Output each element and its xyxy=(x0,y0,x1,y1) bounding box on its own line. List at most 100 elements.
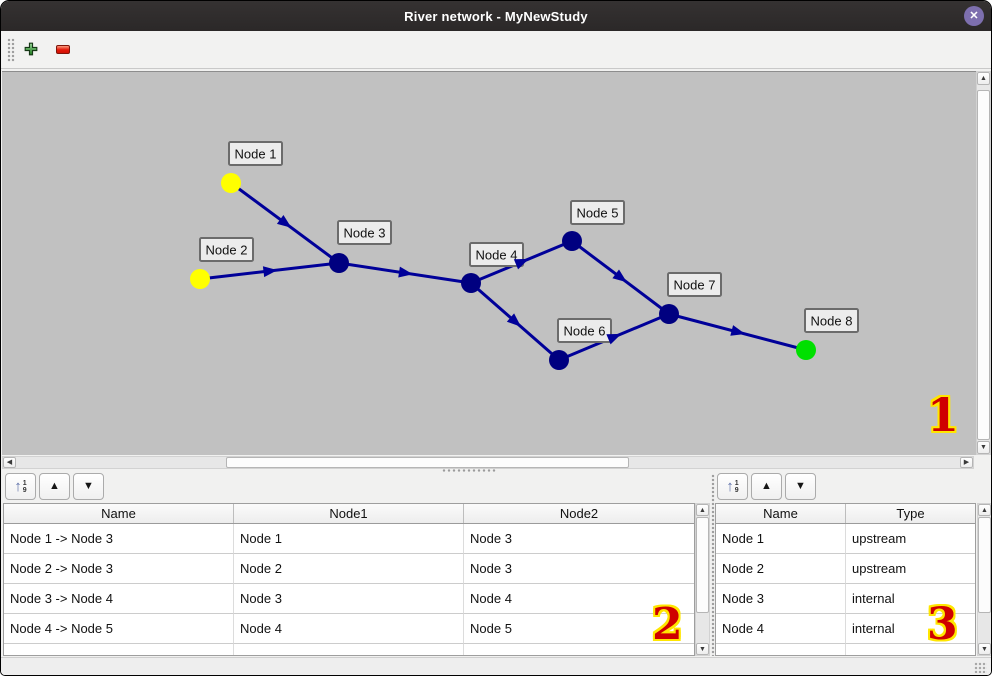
graph-label-node-4[interactable]: Node 4 xyxy=(469,242,524,267)
nodes-table-scrollbar[interactable]: ▲ ▼ xyxy=(977,503,991,656)
scroll-right-button[interactable]: ▶ xyxy=(960,457,973,468)
splitter-grip[interactable] xyxy=(441,468,497,473)
table-cell[interactable]: Node 2 -> Node 3 xyxy=(4,554,234,584)
table-cell[interactable]: upstream xyxy=(846,554,975,584)
main-toolbar xyxy=(1,31,991,69)
scroll-left-button[interactable]: ◀ xyxy=(3,457,16,468)
graph-label-node-6[interactable]: Node 6 xyxy=(557,318,612,343)
column-header[interactable]: Type xyxy=(896,506,925,521)
scroll-up-icon: ▲ xyxy=(981,506,988,514)
titlebar[interactable]: River network - MyNewStudy ✕ xyxy=(1,1,991,31)
scroll-down-button[interactable]: ▼ xyxy=(978,643,991,655)
table-cell[interactable]: Node 3 -> Node 4 xyxy=(4,584,234,614)
scroll-up-button[interactable]: ▲ xyxy=(978,504,991,516)
table-cell[interactable]: Node 2 xyxy=(716,554,846,584)
table-cell[interactable]: Node 1 xyxy=(234,524,464,554)
graph-node-node-6[interactable] xyxy=(549,350,569,370)
svg-text:Node 7: Node 7 xyxy=(674,278,716,293)
table-cell[interactable]: Node 3 xyxy=(716,584,846,614)
table-cell[interactable]: Node 4 xyxy=(716,614,846,644)
table-cell[interactable]: Node 3 xyxy=(234,584,464,614)
graph-label-node-7[interactable]: Node 7 xyxy=(667,272,722,297)
links-move-down-button[interactable]: ▼ xyxy=(73,473,104,500)
horizontal-scroll-thumb[interactable] xyxy=(226,457,629,468)
column-header[interactable]: Node2 xyxy=(559,506,599,521)
nodes-move-down-button[interactable]: ▼ xyxy=(785,473,816,500)
svg-text:Node 4: Node 4 xyxy=(476,248,518,263)
scroll-down-icon: ▼ xyxy=(981,645,988,653)
graph-node-node-1[interactable] xyxy=(221,173,241,193)
graph-node-node-3[interactable] xyxy=(329,253,349,273)
graph-label-node-1[interactable]: Node 1 xyxy=(228,141,283,166)
scroll-down-button[interactable]: ▼ xyxy=(696,643,709,655)
annotation-marker-2: 2 xyxy=(652,599,683,650)
table-cell[interactable] xyxy=(4,644,234,655)
toolbar-drag-handle[interactable] xyxy=(7,38,15,62)
vertical-scroll-thumb[interactable] xyxy=(978,517,991,613)
links-table-scrollbar[interactable]: ▲ ▼ xyxy=(695,503,710,656)
table-cell[interactable] xyxy=(234,644,464,655)
svg-text:Node 6: Node 6 xyxy=(564,324,606,339)
table-cell[interactable]: upstream xyxy=(846,524,975,554)
graph-node-node-5[interactable] xyxy=(562,231,582,251)
canvas-vertical-scrollbar[interactable]: ▲ ▼ xyxy=(976,71,991,455)
vertical-scroll-thumb[interactable] xyxy=(977,90,990,440)
arrowhead-icon xyxy=(398,266,413,278)
scroll-up-button[interactable]: ▲ xyxy=(977,72,990,85)
graph-node-node-4[interactable] xyxy=(461,273,481,293)
scroll-down-icon: ▼ xyxy=(699,645,706,653)
panel-splitter-handle[interactable] xyxy=(711,474,715,656)
vertical-scroll-thumb[interactable] xyxy=(696,517,709,613)
table-cell[interactable]: Node 3 xyxy=(464,554,694,584)
scroll-down-button[interactable]: ▼ xyxy=(977,441,990,454)
table-cell[interactable]: internal xyxy=(846,584,975,614)
links-move-up-button[interactable]: ▲ xyxy=(39,473,70,500)
column-header[interactable]: Name xyxy=(716,504,846,523)
table-cell[interactable] xyxy=(716,644,846,655)
table-cell[interactable]: Node 4 xyxy=(234,614,464,644)
table-cell[interactable]: Node 1 -> Node 3 xyxy=(4,524,234,554)
close-button[interactable]: ✕ xyxy=(964,6,984,26)
network-canvas[interactable]: Node 1 Node 2 Node 3 Node 4 Node 5 Node 6 Node… xyxy=(2,71,976,455)
table-cell[interactable]: Node 1 xyxy=(716,524,846,554)
table-cell[interactable]: Node 5 xyxy=(464,614,694,644)
river-network-graph[interactable]: Node 1 Node 2 Node 3 Node 4 Node 5 Node 6 Node… xyxy=(2,72,976,455)
graph-label-node-5[interactable]: Node 5 xyxy=(570,200,625,225)
column-header[interactable]: Node1 xyxy=(234,504,464,523)
graph-node-node-2[interactable] xyxy=(190,269,210,289)
table-row[interactable] xyxy=(4,644,694,655)
arrowhead-icon xyxy=(606,333,622,345)
table-cell[interactable]: Node 2 xyxy=(234,554,464,584)
table-cell[interactable]: Node 3 xyxy=(464,524,694,554)
table-row[interactable] xyxy=(716,644,975,655)
table-cell[interactable]: Node 4 xyxy=(464,584,694,614)
table-cell[interactable]: Node 4 -> Node 5 xyxy=(4,614,234,644)
resize-grip[interactable] xyxy=(974,662,987,673)
graph-node-node-8[interactable] xyxy=(796,340,816,360)
add-button[interactable] xyxy=(18,35,44,63)
arrowhead-icon xyxy=(730,325,746,336)
graph-label-node-8[interactable]: Node 8 xyxy=(804,308,859,333)
nodes-move-up-button[interactable]: ▲ xyxy=(751,473,782,500)
graph-label-node-3[interactable]: Node 3 xyxy=(337,220,392,245)
graph-label-node-2[interactable]: Node 2 xyxy=(199,237,254,262)
remove-button[interactable] xyxy=(50,35,76,63)
column-header[interactable]: Name xyxy=(4,504,234,523)
graph-node-node-7[interactable] xyxy=(659,304,679,324)
scroll-up-button[interactable]: ▲ xyxy=(696,504,709,516)
table-cell[interactable]: internal xyxy=(846,614,975,644)
